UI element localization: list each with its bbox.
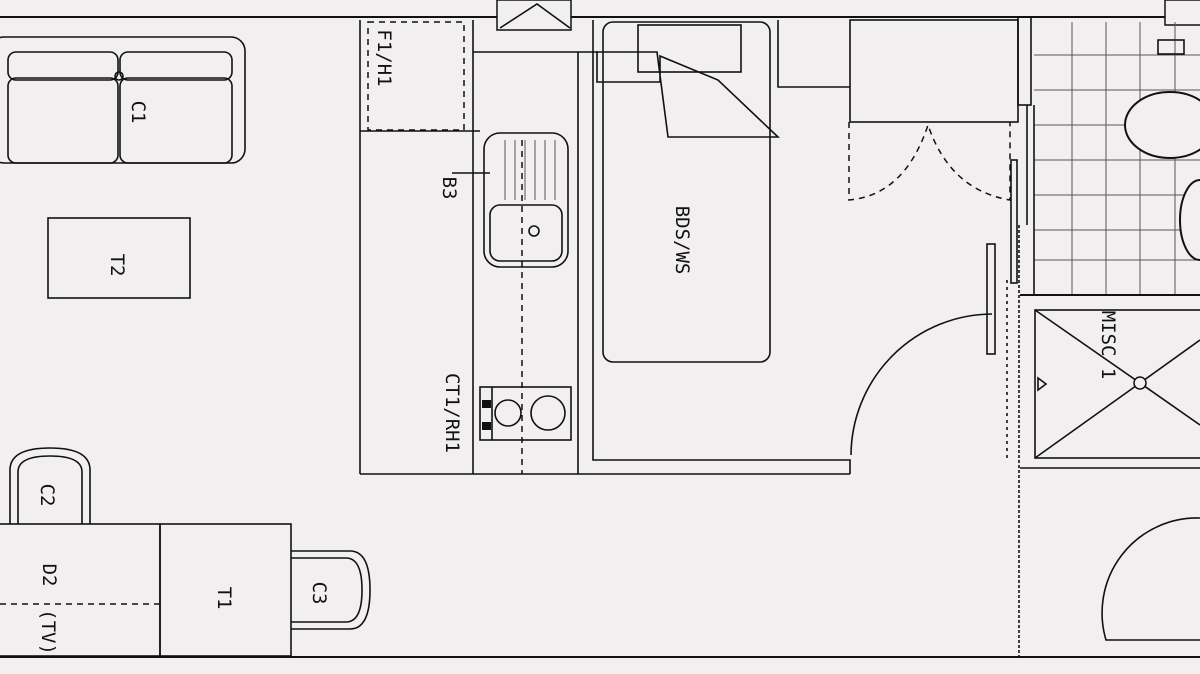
- label-bdsws: BDS/WS: [671, 206, 693, 275]
- door-swing-right: [1101, 517, 1200, 641]
- sofa-c1: [0, 36, 246, 164]
- label-c2: C2: [36, 484, 58, 507]
- cooktop-ct1: [479, 386, 572, 441]
- toilet-icon: [1124, 91, 1200, 159]
- window-top-right: [1164, 0, 1200, 26]
- kitchen-counter: [359, 20, 850, 475]
- door-swing: [850, 243, 1008, 460]
- bed-bds: [592, 20, 851, 474]
- window-marker-icon: [499, 3, 571, 29]
- table-t2: [47, 217, 191, 299]
- label-f1h1: F1/H1: [373, 29, 395, 86]
- label-ct1rh1: CT1/RH1: [441, 373, 463, 453]
- label-tv: (TV): [37, 609, 59, 655]
- partition-wall: [1010, 16, 1032, 660]
- chair-c3: [291, 550, 371, 630]
- label-misc1: MISC 1: [1097, 311, 1119, 380]
- label-t1: T1: [213, 587, 235, 610]
- cistern-icon: [1157, 39, 1185, 55]
- desk-d2: [0, 523, 161, 657]
- label-c3: C3: [308, 582, 330, 605]
- shower-misc1: [1020, 294, 1200, 469]
- sink-b3: [452, 132, 569, 268]
- window-top: [496, 0, 572, 31]
- label-t2: T2: [106, 254, 128, 277]
- label-c1: C1: [127, 101, 149, 124]
- label-b3: B3: [438, 177, 460, 200]
- chair-c2: [9, 447, 91, 524]
- basin-icon: [1179, 179, 1200, 261]
- label-d2: D2: [38, 564, 60, 587]
- wardrobe: [777, 19, 1019, 201]
- table-t1: [159, 523, 292, 657]
